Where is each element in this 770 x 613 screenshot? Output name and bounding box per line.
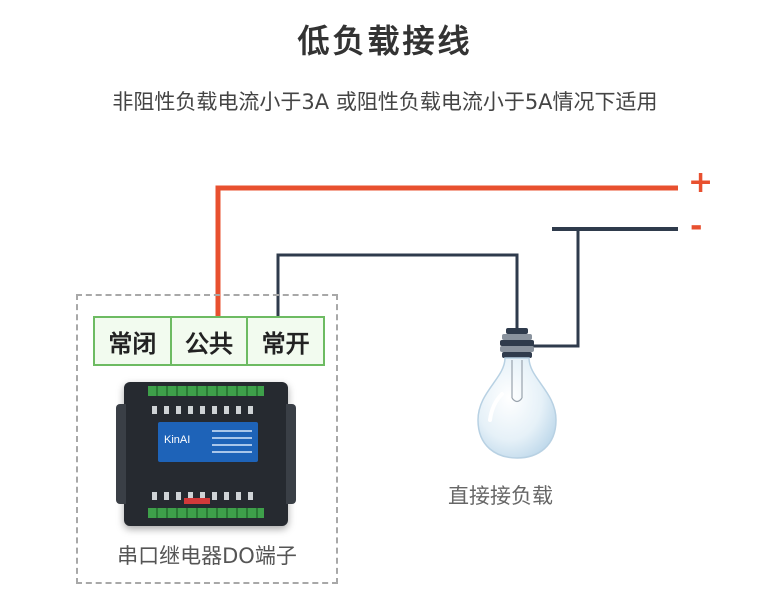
- negative-to-bulb-wire: [532, 229, 580, 348]
- terminal-no: 常开: [261, 329, 310, 358]
- dip-switch: [184, 498, 210, 504]
- relay-terminal-area: [76, 294, 338, 584]
- relay-module: KinAI: [116, 382, 296, 526]
- page-subtitle: 非阻性负载电流小于3A 或阻性负载电流小于5A情况下适用: [112, 90, 658, 114]
- bottom-terminal-row: [148, 508, 264, 518]
- bottom-indicator-leds: [152, 492, 260, 500]
- brand-label: KinAI: [164, 434, 191, 446]
- terminal-strip: 常闭 公共 常开: [93, 316, 325, 366]
- top-indicator-leds: [152, 406, 260, 414]
- no-to-bulb-wire: [276, 253, 519, 330]
- relay-caption: 串口继电器DO端子: [117, 544, 297, 568]
- positive-wire: [215, 185, 678, 322]
- page-title: 低负载接线: [297, 22, 473, 60]
- positive-terminal-sign: +: [688, 165, 714, 200]
- top-terminal-row: [148, 386, 264, 396]
- terminal-com: 公共: [172, 318, 249, 364]
- module-label-panel: KinAI: [158, 422, 258, 462]
- light-bulb-icon: [477, 328, 557, 459]
- load-caption: 直接接负载: [448, 484, 553, 508]
- terminal-nc: 常闭: [95, 318, 172, 364]
- negative-terminal-sign: -: [690, 209, 703, 244]
